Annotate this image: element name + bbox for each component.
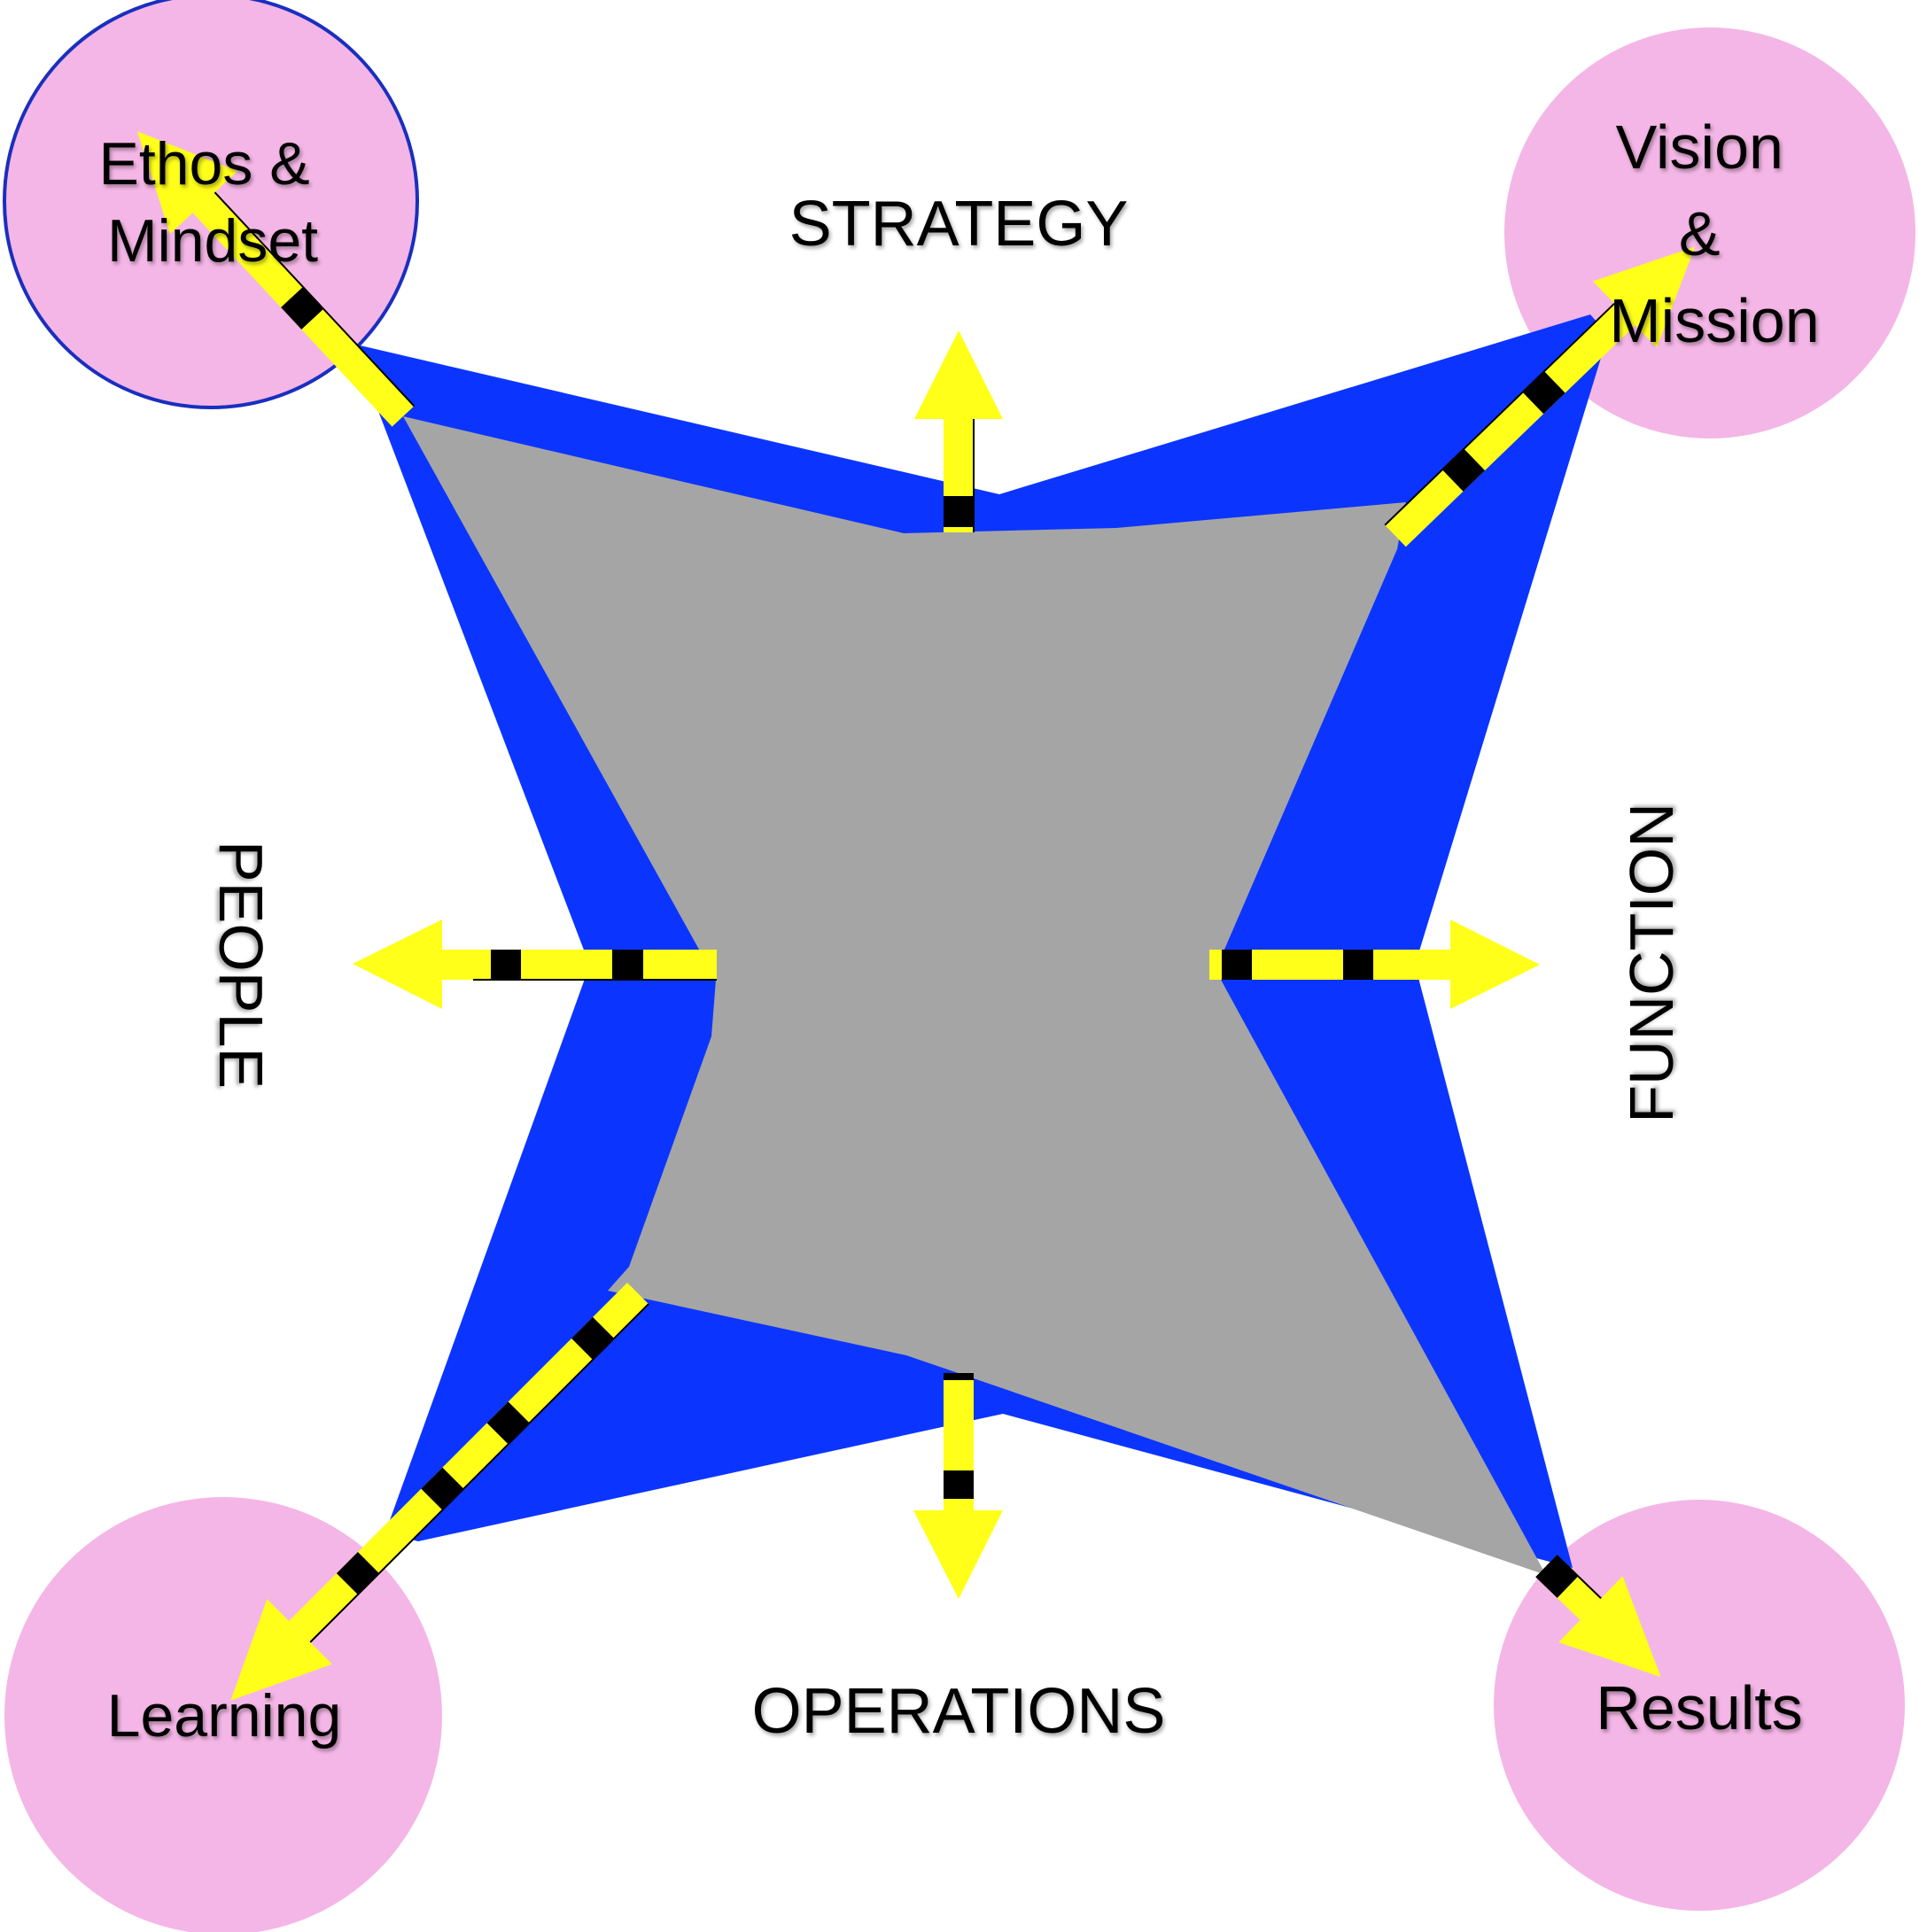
arrow-marker: [1441, 448, 1486, 492]
arrow-marker: [281, 286, 324, 330]
label-operations: OPERATIONS: [752, 1676, 1166, 1747]
node-label-line: &: [1679, 199, 1721, 268]
node-label-line: Mission: [1609, 286, 1819, 355]
node-label-vision-mission: Vision & Mission: [1609, 113, 1819, 355]
arrow-down-right-results: [1535, 1555, 1661, 1678]
arrow-marker: [1222, 950, 1252, 980]
label-people: PEOPLE: [206, 841, 276, 1089]
arrow-up-right-vision: [1384, 246, 1696, 547]
node-label-line: Ethos &: [98, 130, 309, 198]
node-label-learning: Learning: [107, 1682, 342, 1750]
node-label-line: Vision: [1616, 113, 1783, 182]
arrow-marker: [1522, 371, 1566, 415]
arrow-down-operations: [913, 1373, 1003, 1599]
label-strategy: STRATEGY: [789, 189, 1129, 260]
arrow-left-people: [353, 919, 717, 1009]
node-label-line: Mindset: [107, 207, 318, 275]
arrow-marker: [1343, 950, 1373, 980]
node-label-ethos-mindset: Ethos & Mindset: [98, 130, 326, 275]
arrow-marker: [944, 496, 974, 527]
arrow-right-function: [1209, 919, 1540, 1009]
node-label-results: Results: [1596, 1673, 1802, 1742]
inner-gray-shape: [403, 416, 1546, 1575]
label-function: FUNCTION: [1617, 803, 1686, 1123]
arrow-marker: [336, 1552, 379, 1595]
arrow-marker: [1535, 1555, 1579, 1598]
arrow-marker: [612, 950, 643, 980]
arrow-marker: [944, 1470, 974, 1499]
arrow-up-strategy: [914, 330, 1003, 532]
arrow-marker: [944, 1373, 974, 1380]
arrow-down-left-learning: [230, 1282, 649, 1701]
arrow-up-left-ethos: [136, 131, 416, 427]
arrow-marker: [491, 950, 521, 980]
